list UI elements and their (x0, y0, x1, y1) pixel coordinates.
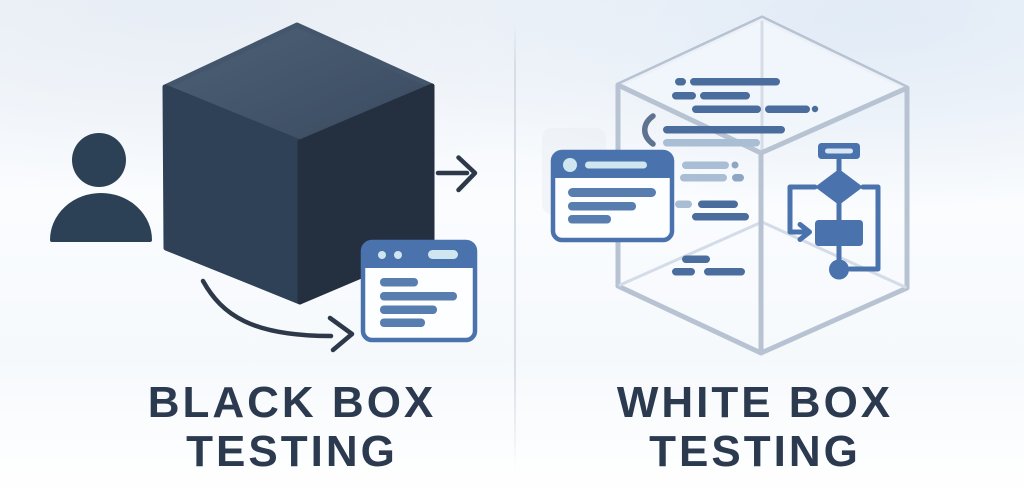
cube-front-edges (615, 82, 910, 356)
flowchart-icon (787, 143, 881, 280)
code-line (692, 213, 749, 221)
text-line (568, 188, 656, 197)
white-box-title-line1: WHITE BOX (616, 378, 894, 427)
browser-window-icon (360, 239, 478, 343)
code-line (732, 174, 744, 182)
white-box-panel-art (542, 15, 910, 356)
code-line (675, 78, 686, 86)
code-line (672, 92, 696, 100)
black-box-title: BLACK BOX TESTING (42, 378, 542, 476)
code-line (675, 200, 692, 208)
code-line (663, 139, 760, 147)
code-dot (811, 105, 819, 113)
report-window-icon (550, 149, 675, 243)
code-line (663, 126, 785, 134)
code-lines-icon (642, 78, 819, 276)
curved-arrow-icon (200, 278, 355, 353)
panel-divider (514, 22, 516, 472)
flowchart-loop-arrow (787, 184, 818, 242)
report-dot (563, 158, 577, 172)
flowchart-return-line (847, 184, 881, 272)
white-box-title-line2: TESTING (649, 427, 861, 476)
person-head (72, 133, 126, 187)
code-line (690, 78, 780, 86)
browser-header-bar (363, 242, 475, 268)
code-line (682, 255, 710, 263)
report-pill (585, 161, 647, 169)
person-icon (50, 133, 152, 242)
code-line (698, 200, 738, 208)
flowchart-process-node (815, 220, 863, 246)
black-box-title-line1: BLACK BOX (147, 378, 437, 427)
white-box-title: WHITE BOX TESTING (505, 378, 1005, 476)
text-line (380, 292, 457, 301)
code-dot (731, 161, 739, 169)
parenthesis-glyph (642, 113, 656, 147)
browser-pill (428, 250, 458, 259)
black-box-panel-art (50, 22, 478, 353)
text-line (568, 215, 611, 224)
code-line (672, 268, 695, 276)
flowchart-node-detail (825, 148, 853, 154)
person-body (50, 193, 152, 242)
arrow-right-icon (435, 155, 478, 193)
code-line (765, 105, 810, 113)
flowchart-decision-diamond (815, 169, 863, 205)
text-line (380, 305, 437, 314)
code-line (682, 161, 729, 169)
browser-dot (394, 251, 402, 259)
text-line (380, 278, 418, 287)
code-line (692, 105, 761, 113)
text-line (380, 318, 425, 327)
black-box-title-line2: TESTING (186, 427, 398, 476)
flowchart-end-node (829, 259, 849, 280)
code-line (700, 92, 750, 100)
text-line (568, 202, 636, 211)
browser-dot (378, 251, 386, 259)
code-line (680, 174, 727, 182)
code-line (704, 268, 745, 276)
